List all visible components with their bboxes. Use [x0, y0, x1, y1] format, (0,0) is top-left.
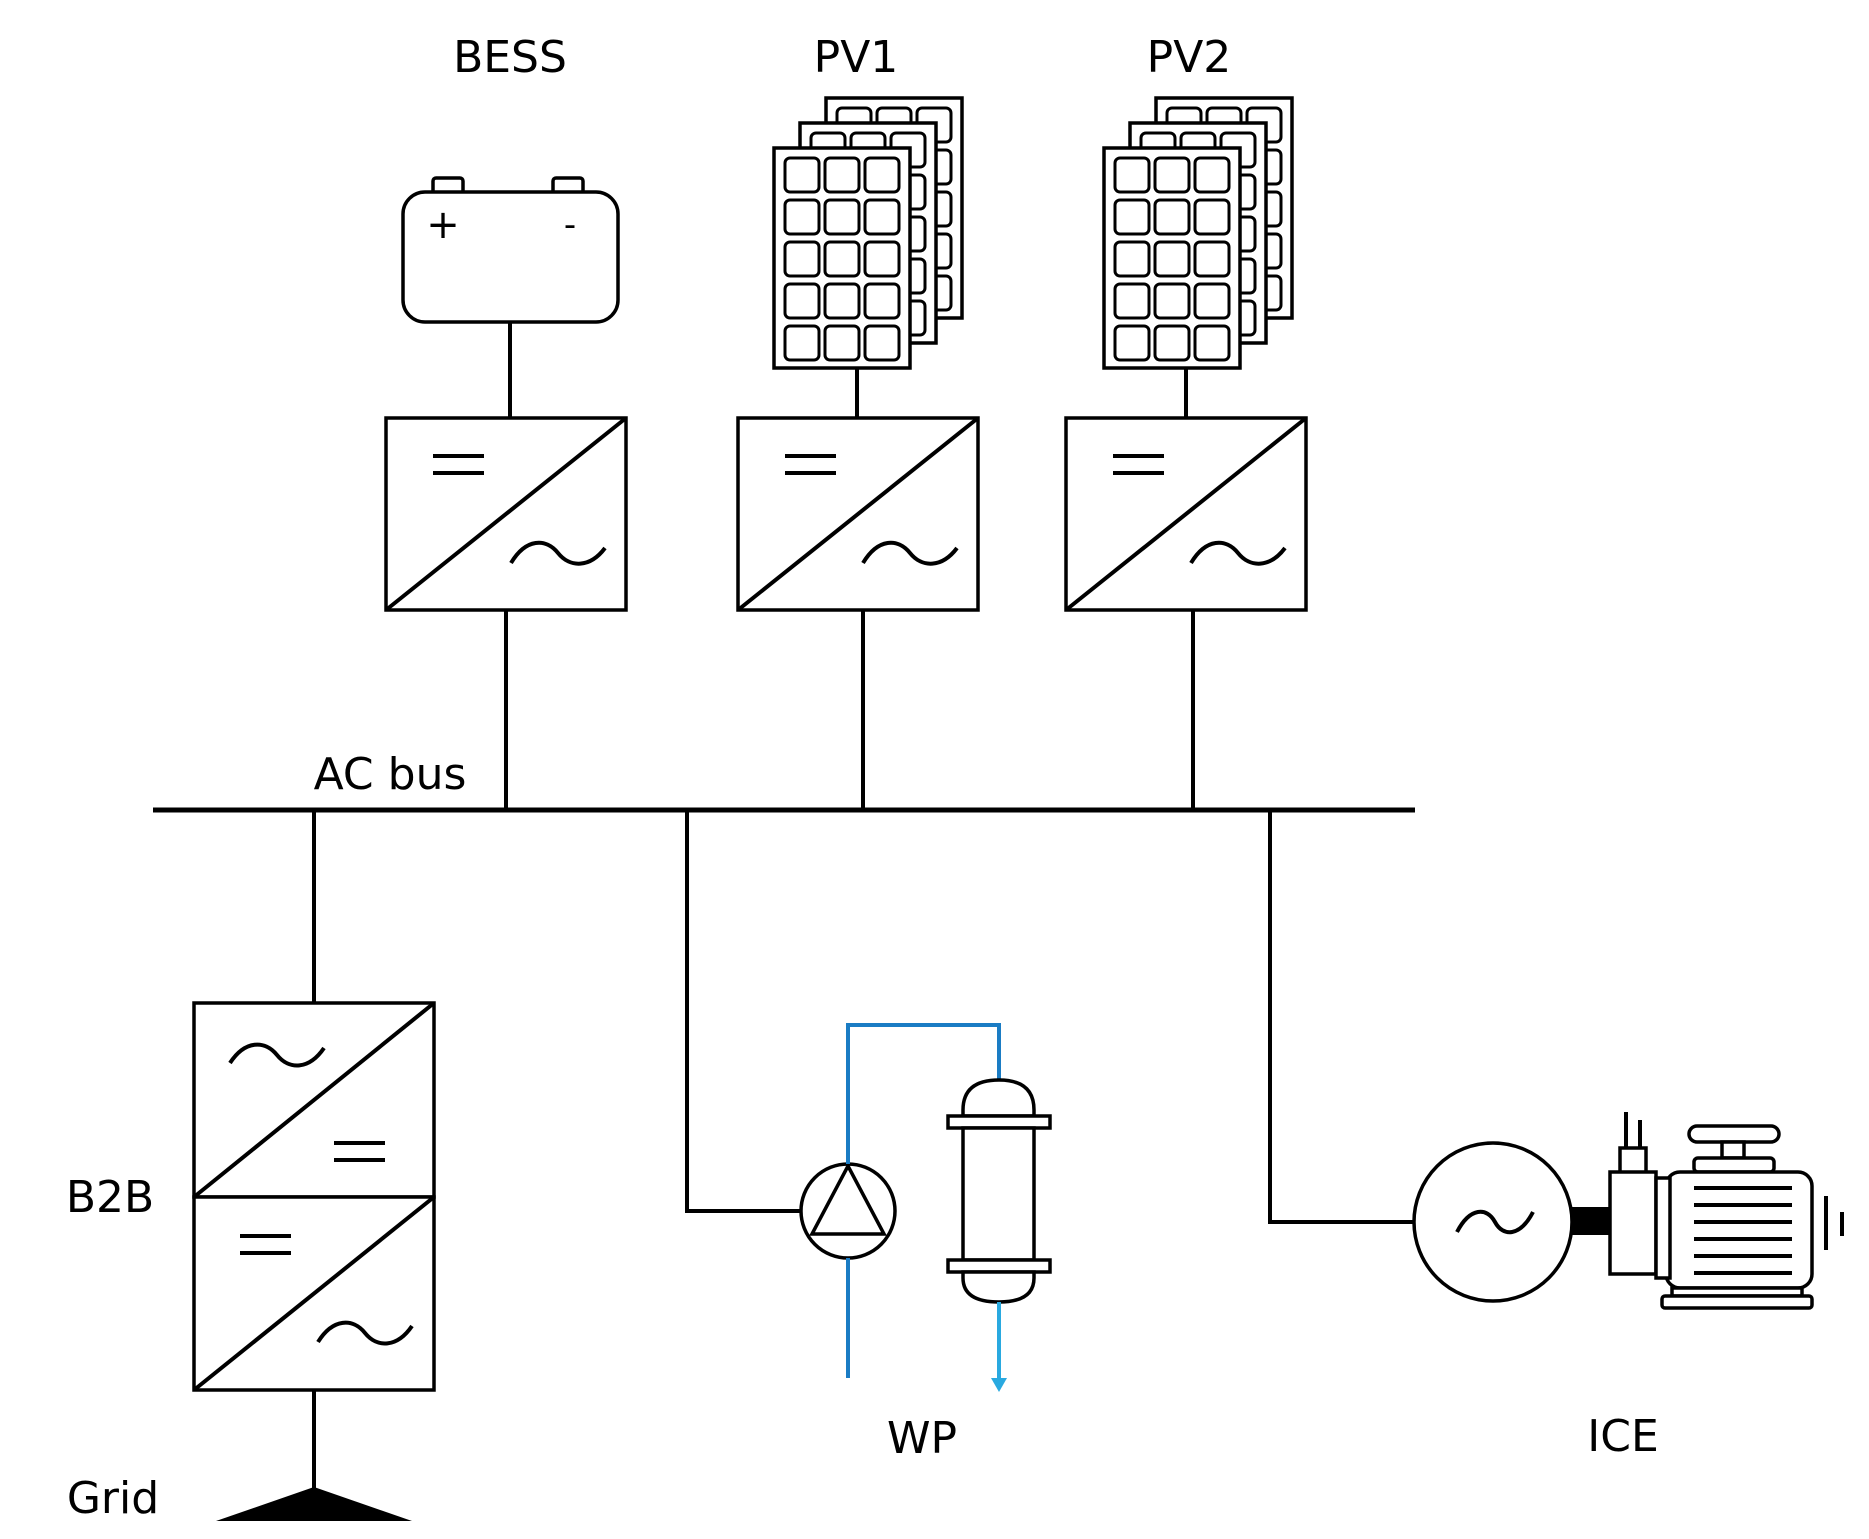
- engine-icon: [1608, 1112, 1844, 1310]
- water-pump-icon: [799, 1162, 897, 1260]
- water-outlet-arrow-icon: [991, 1378, 1007, 1392]
- grid-ground-icon: [216, 1487, 412, 1521]
- bess-inverter-icon: [384, 416, 628, 612]
- ice-label: ICE: [1587, 1411, 1659, 1462]
- pv2-label: PV2: [1147, 32, 1232, 83]
- pv2-inverter-icon: [1064, 416, 1308, 612]
- pv1-panel-icon: [774, 98, 962, 368]
- water-tank-icon: [946, 1078, 1052, 1304]
- pv1-inverter-icon: [736, 416, 980, 612]
- water-pipe-line: [846, 1023, 1001, 1164]
- pv1-label: PV1: [814, 32, 899, 83]
- generator-icon: [1412, 1141, 1574, 1303]
- battery-minus: -: [564, 205, 576, 245]
- pv2-panel-icon: [1104, 98, 1292, 368]
- bess-label: BESS: [453, 32, 567, 83]
- grid-label: Grid: [67, 1473, 159, 1524]
- battery-icon: + -: [401, 176, 620, 324]
- shaft-coupling: [1572, 1207, 1614, 1235]
- ice-bus-wire: [1268, 810, 1414, 1224]
- wp-bus-wire: [685, 810, 802, 1213]
- b2b-label: B2B: [66, 1172, 154, 1223]
- battery-plus: +: [426, 202, 460, 248]
- wp-label: WP: [887, 1413, 957, 1464]
- ac-bus-label: AC bus: [314, 749, 467, 800]
- b2b-converter-icon: [192, 1001, 436, 1392]
